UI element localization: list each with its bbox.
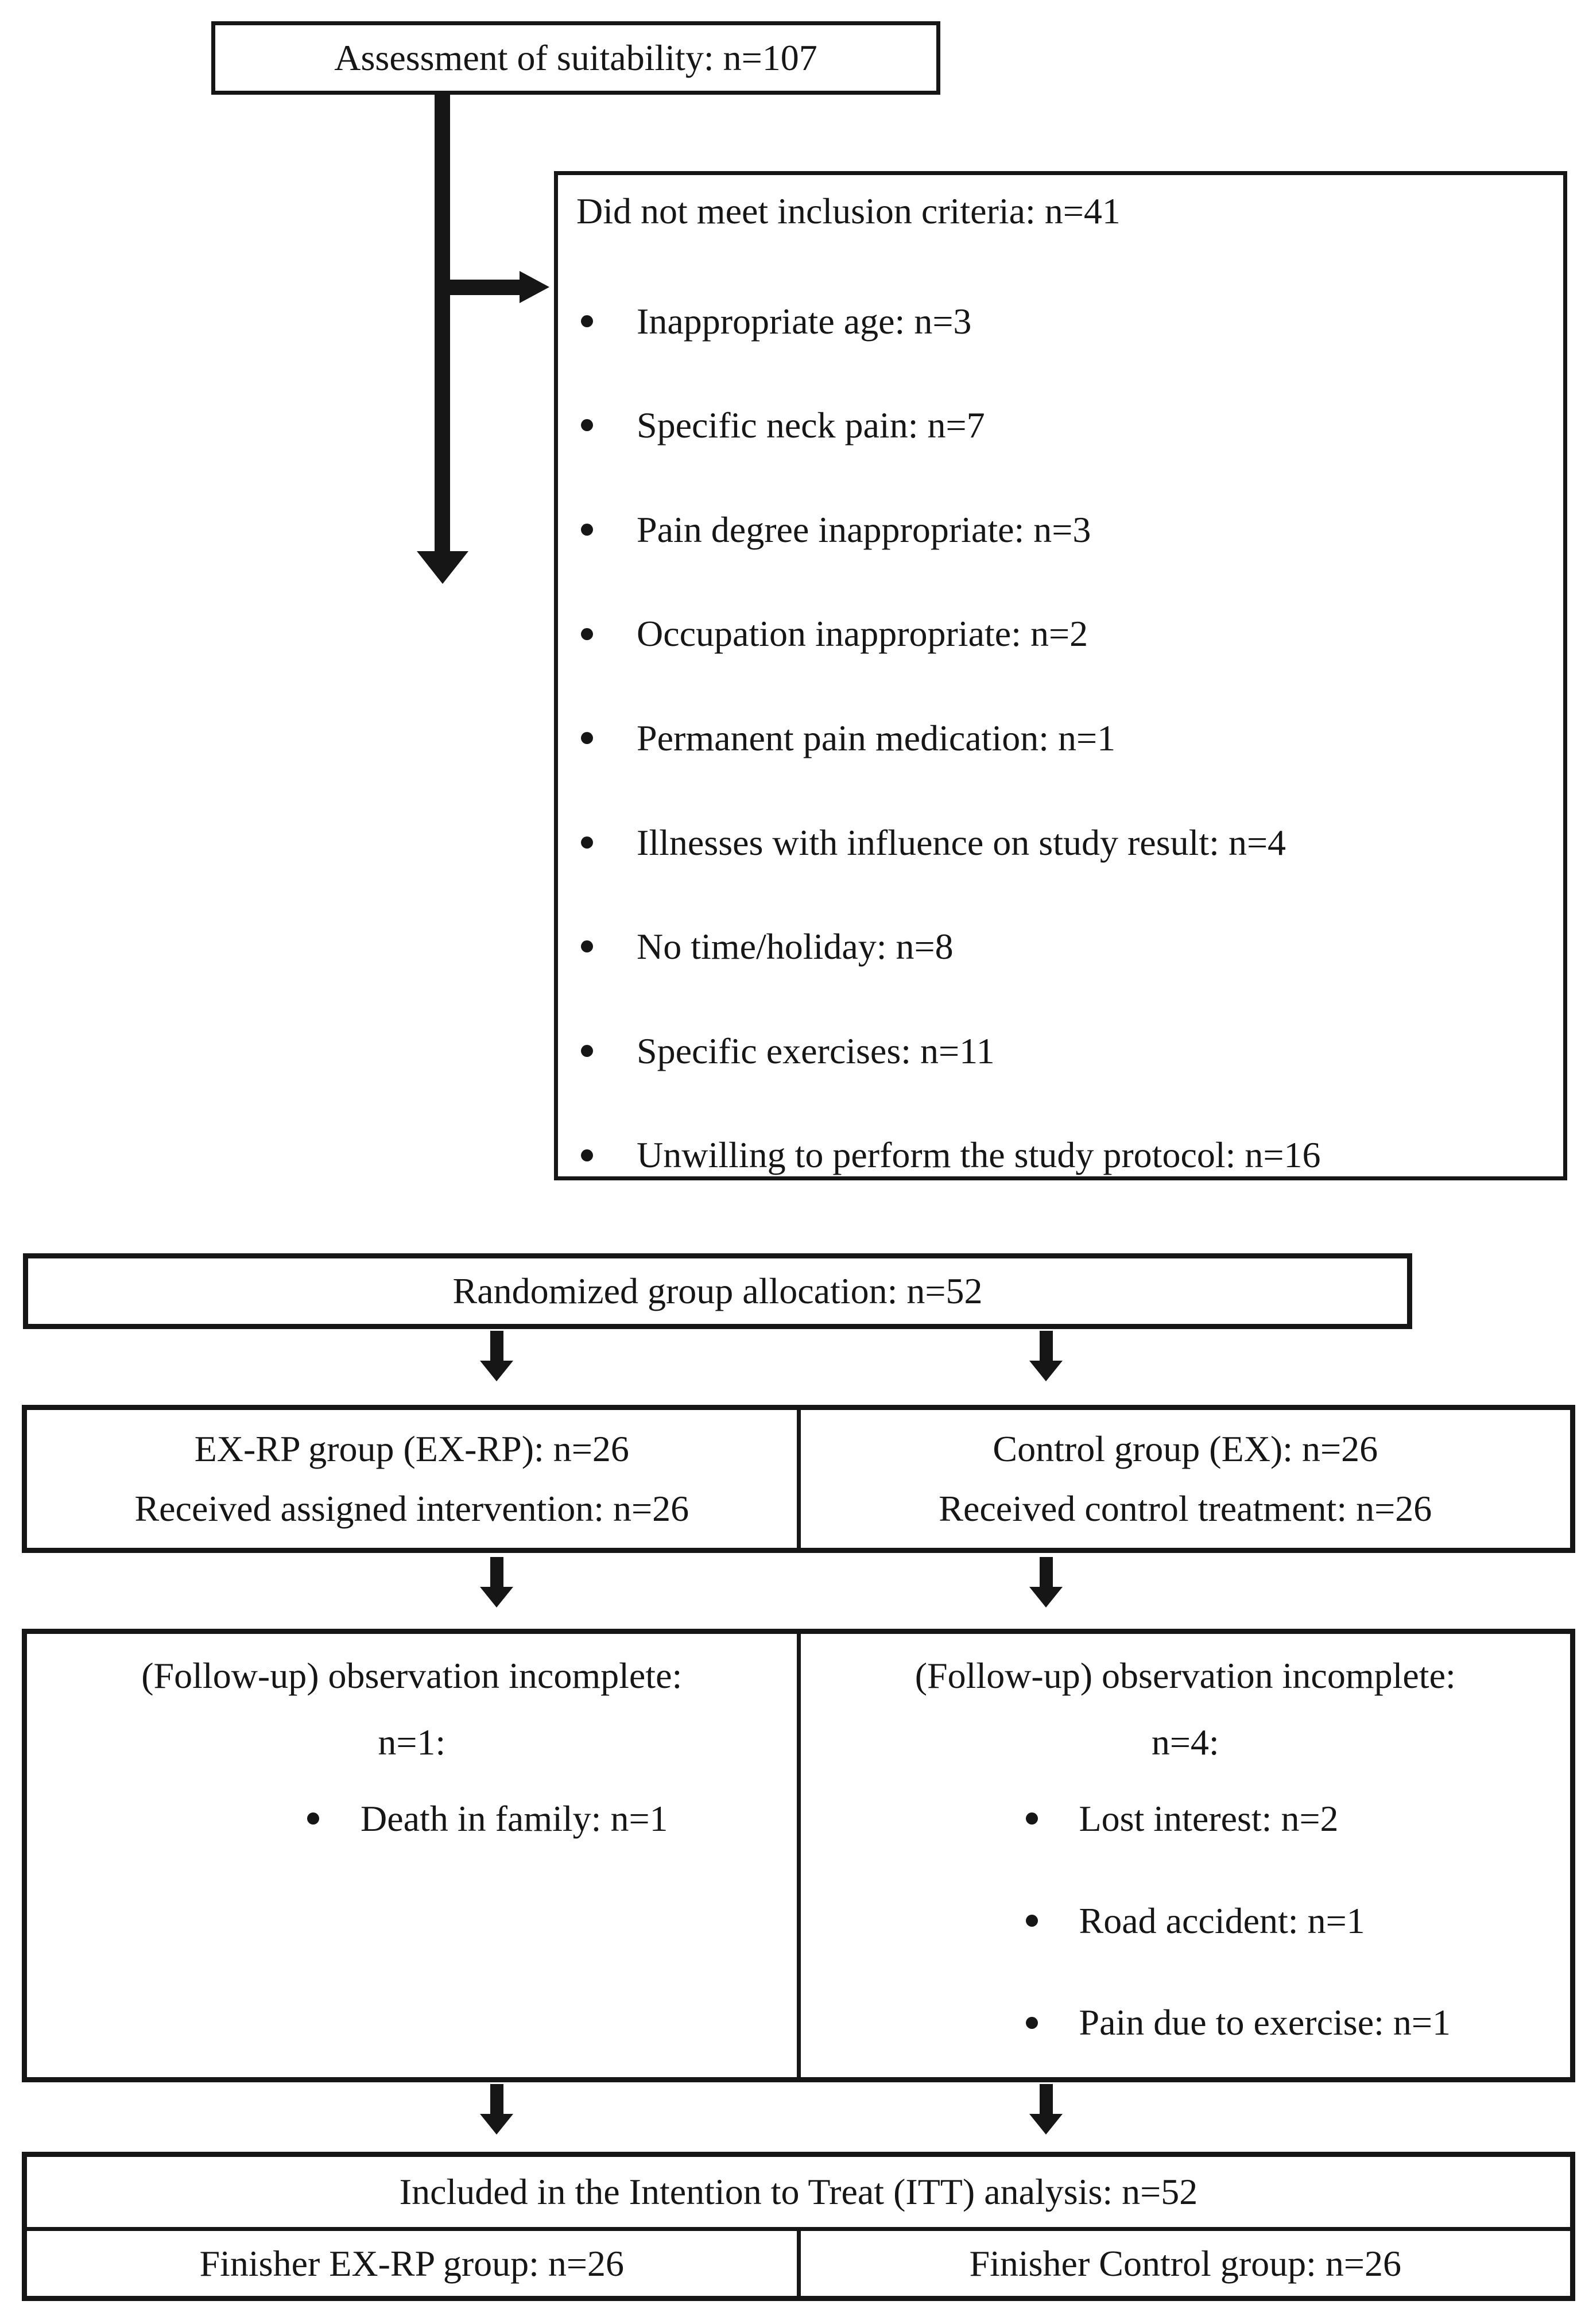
followup-control-count: n=4: [1151, 1721, 1219, 1763]
bullet-icon [581, 419, 593, 432]
exclusion-item: Pain degree inappropriate: n=3 [574, 509, 1547, 551]
followup-item: Road accident: n=1 [1025, 1900, 1451, 1942]
control-group-received: Received control treatment: n=26 [939, 1488, 1432, 1529]
bullet-icon [1025, 1812, 1038, 1825]
followup-item-label: Death in family: n=1 [361, 1798, 668, 1839]
followup-item: Lost interest: n=2 [1025, 1798, 1451, 1840]
exclusion-item: Inappropriate age: n=3 [574, 300, 1547, 343]
bullet-icon [581, 628, 593, 640]
down-arrow-icon [465, 1557, 528, 1608]
exclusion-item: No time/holiday: n=8 [574, 925, 1547, 968]
arrow-stem [490, 1557, 503, 1587]
arrowhead [480, 1587, 513, 1608]
bullet-icon [581, 1045, 593, 1058]
exclusion-item: Illnesses with influence on study result… [574, 822, 1547, 864]
exclusion-item: Permanent pain medication: n=1 [574, 717, 1547, 760]
followup-item-label: Lost interest: n=2 [1079, 1798, 1339, 1839]
itt-finisher-exrp-label: Finisher EX-RP group: n=26 [199, 2242, 625, 2284]
followup-control-cell: (Follow-up) observation incomplete: n=4:… [801, 1634, 1571, 2077]
arrow-stem [1039, 1331, 1053, 1361]
arrow-stem [1039, 2084, 1053, 2114]
exrp-group-label: EX-RP group (EX-RP): n=26 [194, 1428, 629, 1469]
bullet-icon [581, 836, 593, 849]
exclusion-item-label: Illnesses with influence on study result… [637, 822, 1286, 863]
arrow-stem [490, 2084, 503, 2114]
itt-finisher-control-cell: Finisher Control group: n=26 [801, 2231, 1571, 2296]
arrowhead [1029, 1587, 1063, 1608]
bullet-icon [307, 1812, 319, 1825]
arrowhead [1029, 1361, 1063, 1381]
bullet-icon [581, 1149, 593, 1161]
exclusion-item-label: Occupation inappropriate: n=2 [637, 613, 1088, 654]
control-group-label: Control group (EX): n=26 [993, 1428, 1378, 1469]
itt-bottom-row: Finisher EX-RP group: n=26 Finisher Cont… [27, 2231, 1570, 2296]
exclusion-item-label: Pain degree inappropriate: n=3 [637, 509, 1091, 550]
exclusion-box: Did not meet inclusion criteria: n=41 In… [554, 171, 1567, 1180]
itt-finisher-control-label: Finisher Control group: n=26 [969, 2242, 1402, 2284]
groups-box: EX-RP group (EX-RP): n=26 Received assig… [22, 1405, 1575, 1553]
exclusion-list: Inappropriate age: n=3 Specific neck pai… [574, 300, 1547, 1176]
randomized-box: Randomized group allocation: n=52 [23, 1253, 1412, 1329]
down-arrow-icon [1014, 2084, 1078, 2135]
right-arrowhead-icon [520, 271, 549, 303]
assessment-box: Assessment of suitability: n=107 [211, 21, 940, 95]
down-arrow-icon [1014, 1331, 1078, 1381]
exrp-group-cell: EX-RP group (EX-RP): n=26 Received assig… [27, 1410, 801, 1548]
itt-finisher-exrp-cell: Finisher EX-RP group: n=26 [27, 2231, 801, 2296]
down-arrow-icon [1014, 1557, 1078, 1608]
control-group-cell: Control group (EX): n=26 Received contro… [801, 1410, 1571, 1548]
followup-item: Pain due to exercise: n=1 [1025, 2001, 1451, 2044]
bullet-icon [581, 732, 593, 745]
down-arrow-icon [465, 1331, 528, 1381]
exclusion-title: Did not meet inclusion criteria: n=41 [576, 191, 1121, 231]
arrow-stem [490, 1331, 503, 1361]
followup-item: Death in family: n=1 [307, 1798, 668, 1840]
bullet-icon [1025, 1915, 1038, 1927]
bullet-icon [581, 940, 593, 953]
exclusion-item: Specific neck pain: n=7 [574, 404, 1547, 447]
bullet-icon [581, 315, 593, 327]
exclusion-item-label: Specific neck pain: n=7 [637, 405, 985, 446]
main-down-arrow-stem [435, 94, 450, 551]
exclusion-item-label: Unwilling to perform the study protocol:… [637, 1134, 1321, 1176]
followup-item-label: Road accident: n=1 [1079, 1900, 1365, 1941]
exclusion-item-label: No time/holiday: n=8 [637, 926, 954, 967]
exclusion-item-label: Inappropriate age: n=3 [637, 300, 972, 342]
followup-control-list: Lost interest: n=2 Road accident: n=1 Pa… [1025, 1798, 1451, 2044]
down-arrowhead-icon [417, 551, 468, 584]
followup-control-title: (Follow-up) observation incomplete: [914, 1655, 1456, 1696]
followup-exrp-count: n=1: [378, 1721, 446, 1763]
exclusion-item: Occupation inappropriate: n=2 [574, 613, 1547, 655]
exclusion-item: Unwilling to perform the study protocol:… [574, 1134, 1547, 1176]
itt-title: Included in the Intention to Treat (ITT)… [399, 2171, 1198, 2213]
branch-arrow-stem [442, 280, 521, 295]
followup-exrp-title: (Follow-up) observation incomplete: [141, 1655, 683, 1696]
assessment-label: Assessment of suitability: n=107 [334, 37, 817, 79]
arrowhead [480, 2114, 513, 2135]
exclusion-item-label: Specific exercises: n=11 [637, 1030, 995, 1071]
followup-exrp-list: Death in family: n=1 [307, 1798, 668, 1840]
itt-title-row: Included in the Intention to Treat (ITT)… [27, 2157, 1570, 2231]
itt-box: Included in the Intention to Treat (ITT)… [22, 2152, 1575, 2301]
followup-item-label: Pain due to exercise: n=1 [1079, 2002, 1451, 2043]
arrow-stem [1039, 1557, 1053, 1587]
exrp-group-received: Received assigned intervention: n=26 [134, 1488, 689, 1529]
exclusion-item: Specific exercises: n=11 [574, 1030, 1547, 1072]
down-arrow-icon [465, 2084, 528, 2135]
randomized-label: Randomized group allocation: n=52 [452, 1271, 983, 1312]
exclusion-item-label: Permanent pain medication: n=1 [637, 717, 1116, 758]
arrowhead [1029, 2114, 1063, 2135]
bullet-icon [581, 524, 593, 536]
bullet-icon [1025, 2016, 1038, 2029]
followup-box: (Follow-up) observation incomplete: n=1:… [22, 1629, 1575, 2082]
arrowhead [480, 1361, 513, 1381]
followup-exrp-cell: (Follow-up) observation incomplete: n=1:… [27, 1634, 801, 2077]
